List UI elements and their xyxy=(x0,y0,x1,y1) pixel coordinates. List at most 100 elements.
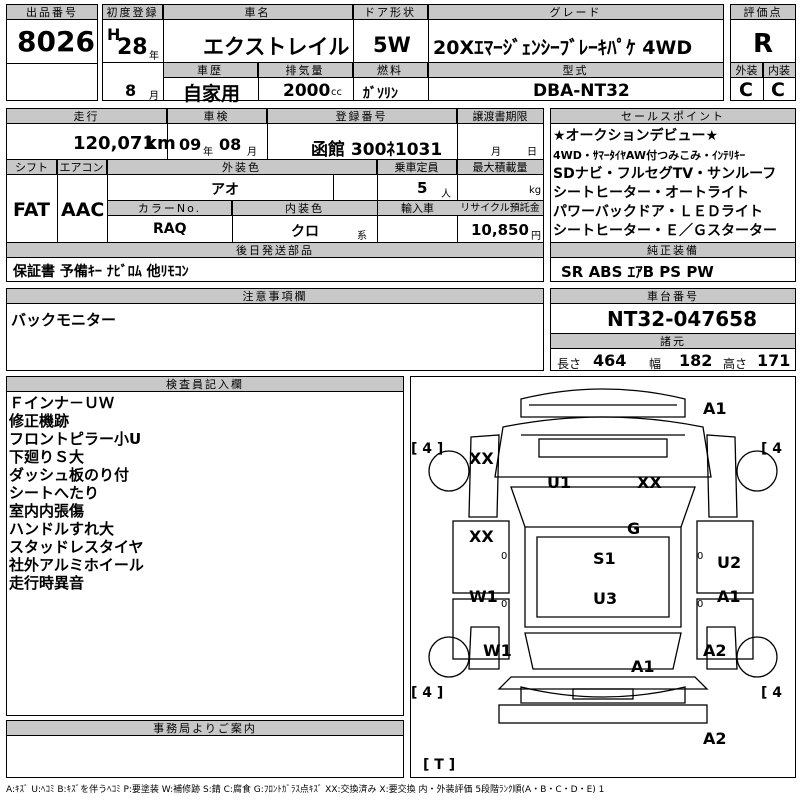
mileage-label: 走行 xyxy=(7,109,167,124)
history-value: 自家用 xyxy=(183,83,241,105)
max-load-unit: kg xyxy=(529,185,542,196)
header-main-box: 初度登録 車名 ドア形状 グレード H 28 年 エクストレイル 5W 20Xｴ… xyxy=(102,4,724,105)
spare-tire-value: [ T ] xyxy=(423,757,456,773)
inspector-note: 走行時異音 xyxy=(9,574,85,592)
damage-mark: XX xyxy=(637,473,662,492)
first-reg-era: H xyxy=(107,25,121,44)
height-value: 171 xyxy=(757,351,791,370)
tire-rear-right-value: [ 4 xyxy=(761,685,783,701)
door-label: ドア形状 xyxy=(353,5,428,20)
damage-mark: S1 xyxy=(593,549,616,568)
inspector-note: 修正機跡 xyxy=(9,412,70,430)
office-box: 事務局よりご案内 xyxy=(6,720,404,778)
sales-point-line: シートヒーター・Ｅ／Ｇスターター xyxy=(553,223,777,239)
notes-box: 注意事項欄 バックモニター xyxy=(6,288,544,371)
recycle-value: 10,850 xyxy=(471,221,529,239)
model-label: 型式 xyxy=(428,63,723,78)
displacement-unit: cc xyxy=(331,87,342,98)
mileage-value: 120,071 xyxy=(73,133,155,154)
inspector-note: 社外アルミホイール xyxy=(9,556,144,574)
plate-value: 函館 300ﾈ1031 xyxy=(311,140,443,160)
inspector-label: 検査員記入欄 xyxy=(7,377,403,392)
chassis-label: 車台番号 xyxy=(551,289,795,304)
inspector-box: 検査員記入欄 Ｆインナ－ＵＷ 修正機跡 フロントピラー小U 下廻りＳ大 ダッシュ… xyxy=(6,376,404,716)
sales-point-line: シートヒーター・オートライト xyxy=(553,185,749,201)
grade-value: 20Xｴﾏｰｼﾞｪﾝｼｰﾌﾞﾚｰｷﾊﾟｹ 4WD xyxy=(433,37,693,59)
capacity-value: 5 xyxy=(417,179,428,197)
aircon-value: AAC xyxy=(61,199,105,221)
chassis-box: 車台番号 NT32-047658 諸元 長さ 464 幅 182 高さ 171 xyxy=(550,288,796,371)
inspection-label: 車検 xyxy=(167,109,267,124)
inspector-note: フロントピラー小U xyxy=(9,430,142,448)
door-value: 5W xyxy=(373,33,411,57)
shift-value: FAT xyxy=(13,199,50,221)
specs-label: 諸元 xyxy=(551,334,795,349)
damage-mark: U3 xyxy=(593,589,618,608)
grade-label: グレード xyxy=(428,5,723,20)
model-value: DBA-NT32 xyxy=(533,81,630,101)
later-parts-label: 後日発送部品 xyxy=(7,243,543,258)
exterior-score-value: C xyxy=(739,79,753,101)
inspector-note: 下廻りＳ大 xyxy=(9,448,85,466)
sales-point-line: 4WD・ｻﾏｰﾀｲﾔAW付つみこみ・ｲﾝﾃﾘｷｰ xyxy=(553,149,746,162)
first-reg-year-unit: 年 xyxy=(149,51,159,62)
int-color-unit: 系 xyxy=(357,231,367,242)
ext-color-label: 外装色 xyxy=(107,160,377,175)
sales-points-label: セールスポイント xyxy=(551,109,795,124)
interior-score-value: C xyxy=(771,79,785,101)
inspector-notes-list: Ｆインナ－ＵＷ 修正機跡 フロントピラー小U 下廻りＳ大 ダッシュ板のり付 シー… xyxy=(9,394,144,592)
damage-mark: A2 xyxy=(703,641,727,660)
displacement-value: 2000 xyxy=(283,81,331,101)
score-label: 評価点 xyxy=(731,5,795,20)
inspector-note: ダッシュ板のり付 xyxy=(9,466,130,484)
transfer-month-unit: 月 xyxy=(491,147,501,158)
damage-mark: XX xyxy=(469,449,494,468)
inspector-note: Ｆインナ－ＵＷ xyxy=(9,394,115,412)
ext-color-value: アオ xyxy=(211,182,239,198)
first-reg-year: 28 xyxy=(117,35,148,60)
notes-label: 注意事項欄 xyxy=(7,289,543,304)
plate-label: 登録番号 xyxy=(267,109,457,124)
displacement-label: 排気量 xyxy=(258,63,353,78)
lot-box: 出品番号 8026 xyxy=(6,4,98,101)
width-value: 182 xyxy=(679,351,713,370)
sales-point-line: パワーバックドア・ＬＥＤライト xyxy=(553,204,763,220)
recycle-label: リサイクル預託金 xyxy=(457,201,543,216)
damage-mark: W1 xyxy=(469,587,498,606)
first-reg-month-unit: 月 xyxy=(149,91,159,102)
damage-mark: XX xyxy=(469,527,494,546)
tire-front-left-value: [ 4 ] xyxy=(411,441,444,457)
damage-mark: W1 xyxy=(483,641,512,660)
equipment-label: 純正装備 xyxy=(551,243,795,258)
inspector-note: 室内内張傷 xyxy=(9,502,85,520)
sales-points-box: セールスポイント ★オークションデビュー★ 4WD・ｻﾏｰﾀｲﾔAW付つみこみ・… xyxy=(550,108,796,243)
first-reg-month: 8 xyxy=(125,81,137,100)
lot-label: 出品番号 xyxy=(7,5,97,20)
damage-mark: A1 xyxy=(631,657,655,676)
lot-number: 8026 xyxy=(17,25,95,58)
damage-mark: A1 xyxy=(703,399,727,418)
score-value: R xyxy=(753,29,774,59)
recycle-unit: 円 xyxy=(531,231,541,242)
int-color-value: クロ xyxy=(291,224,319,240)
damage-mark: U2 xyxy=(717,553,742,572)
spec-grid: 走行 車検 登録番号 譲渡書期限 120,071 km 09 年 08 月 函館… xyxy=(6,108,544,243)
width-label: 幅 xyxy=(649,357,662,371)
inspection-year: 09 xyxy=(179,135,202,154)
capacity-unit: 人 xyxy=(441,189,451,200)
damage-mark: A2 xyxy=(703,729,727,748)
score-box: 評価点 R 外装 内装 C C xyxy=(730,4,796,101)
chassis-value: NT32-047658 xyxy=(607,307,758,331)
height-label: 高さ xyxy=(723,357,748,371)
capacity-label: 乗車定員 xyxy=(377,160,457,175)
inspection-month-unit: 月 xyxy=(247,147,257,158)
notes-value: バックモニター xyxy=(11,311,117,329)
exterior-score-label: 外装 xyxy=(731,63,763,78)
equipment-value: SR ABS ｴｱB PS PW xyxy=(561,263,714,281)
inspector-note: シートへたり xyxy=(9,484,100,502)
aircon-label: エアコン xyxy=(57,160,107,175)
zero-mark: 0 xyxy=(501,599,508,610)
mileage-unit: km xyxy=(145,133,176,154)
tire-front-right-value: [ 4 xyxy=(761,441,783,457)
later-parts-box: 後日発送部品 保証書 予備ｷｰ ﾅﾋﾞﾛﾑ 他ﾘﾓｺﾝ xyxy=(6,242,544,282)
